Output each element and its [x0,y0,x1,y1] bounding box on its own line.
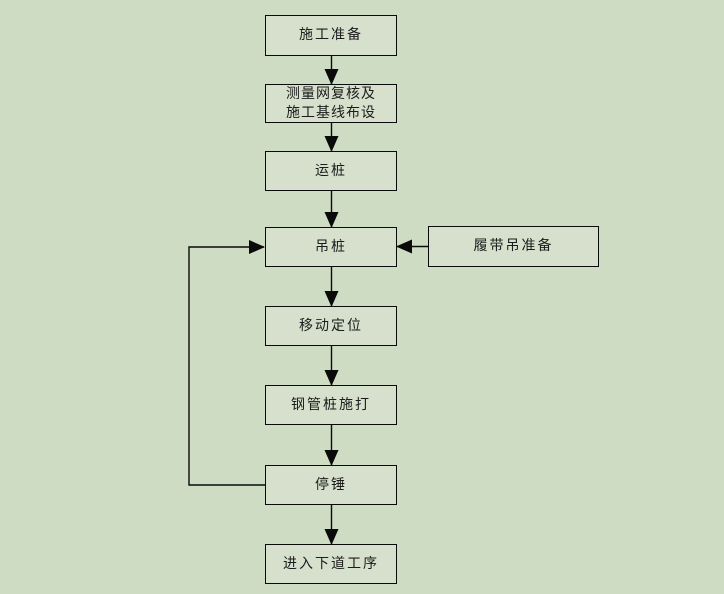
node-construction-preparation: 施工准备 [265,15,397,56]
node-stop-hammer: 停锤 [265,465,397,505]
node-steel-pipe-pile-driving: 钢管桩施打 [265,385,397,425]
node-pile-transport: 运桩 [265,151,397,191]
node-next-process: 进入下道工序 [265,544,397,584]
node-move-positioning: 移动定位 [265,306,397,346]
arrow-stophammer-loop-to-lifting [188,240,265,486]
node-crawler-crane-preparation: 履带吊准备 [428,226,599,267]
node-survey-network-check: 测量网复核及施工基线布设 [265,84,397,123]
node-pile-lifting: 吊桩 [265,227,397,267]
